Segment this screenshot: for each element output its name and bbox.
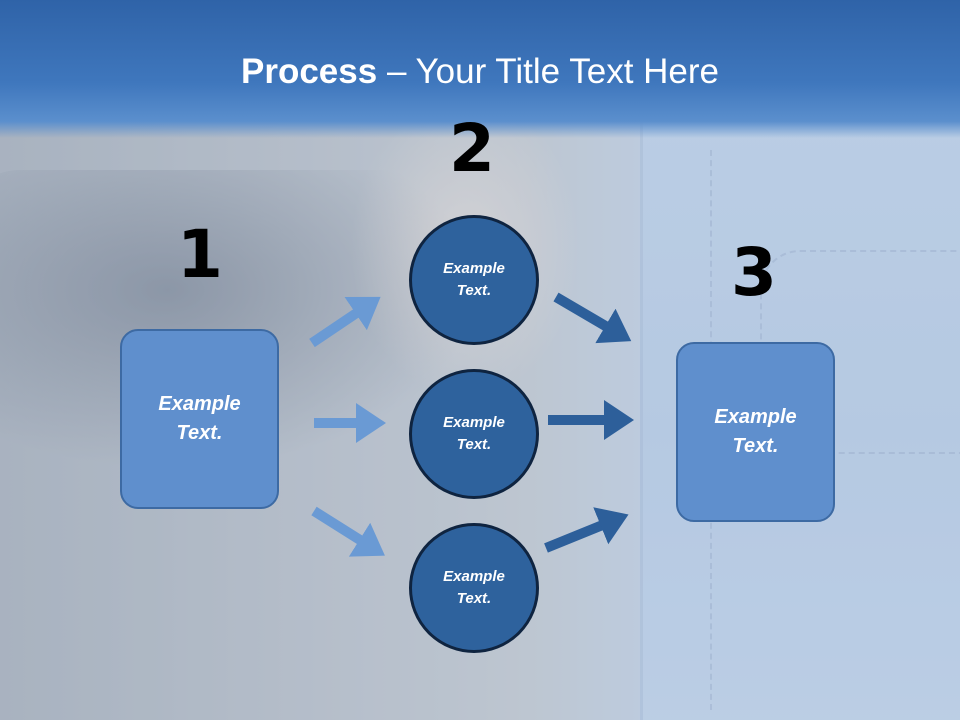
arrow-to-bottom — [311, 506, 385, 557]
title-bar — [0, 0, 960, 138]
circle-bottom-line1: Example — [443, 567, 505, 585]
left-box-line1: Example — [158, 393, 241, 415]
slide-title: Process – Your Title Text Here — [0, 52, 960, 92]
circle-middle-line2: Text. — [456, 436, 492, 453]
step-number-1: 1 — [177, 216, 223, 293]
right-box-line2: Text. — [732, 435, 779, 457]
step-number-2: 2 — [449, 110, 495, 187]
circle-top-line2: Text. — [456, 282, 492, 299]
circle-middle-line1: Example — [443, 413, 505, 431]
title-bold: Process — [241, 52, 378, 91]
step-number-3: 3 — [731, 234, 777, 311]
title-rest: – Your Title Text Here — [377, 52, 719, 91]
arrow-to-top — [309, 296, 381, 348]
arrow-bottom-to-right — [544, 507, 629, 553]
left-box-line2: Text. — [176, 422, 223, 444]
circle-bottom-line2: Text. — [456, 590, 492, 607]
circle-top-line1: Example — [443, 259, 505, 277]
arrow-top-to-right — [553, 292, 632, 344]
right-box-line1: Example — [714, 406, 797, 428]
